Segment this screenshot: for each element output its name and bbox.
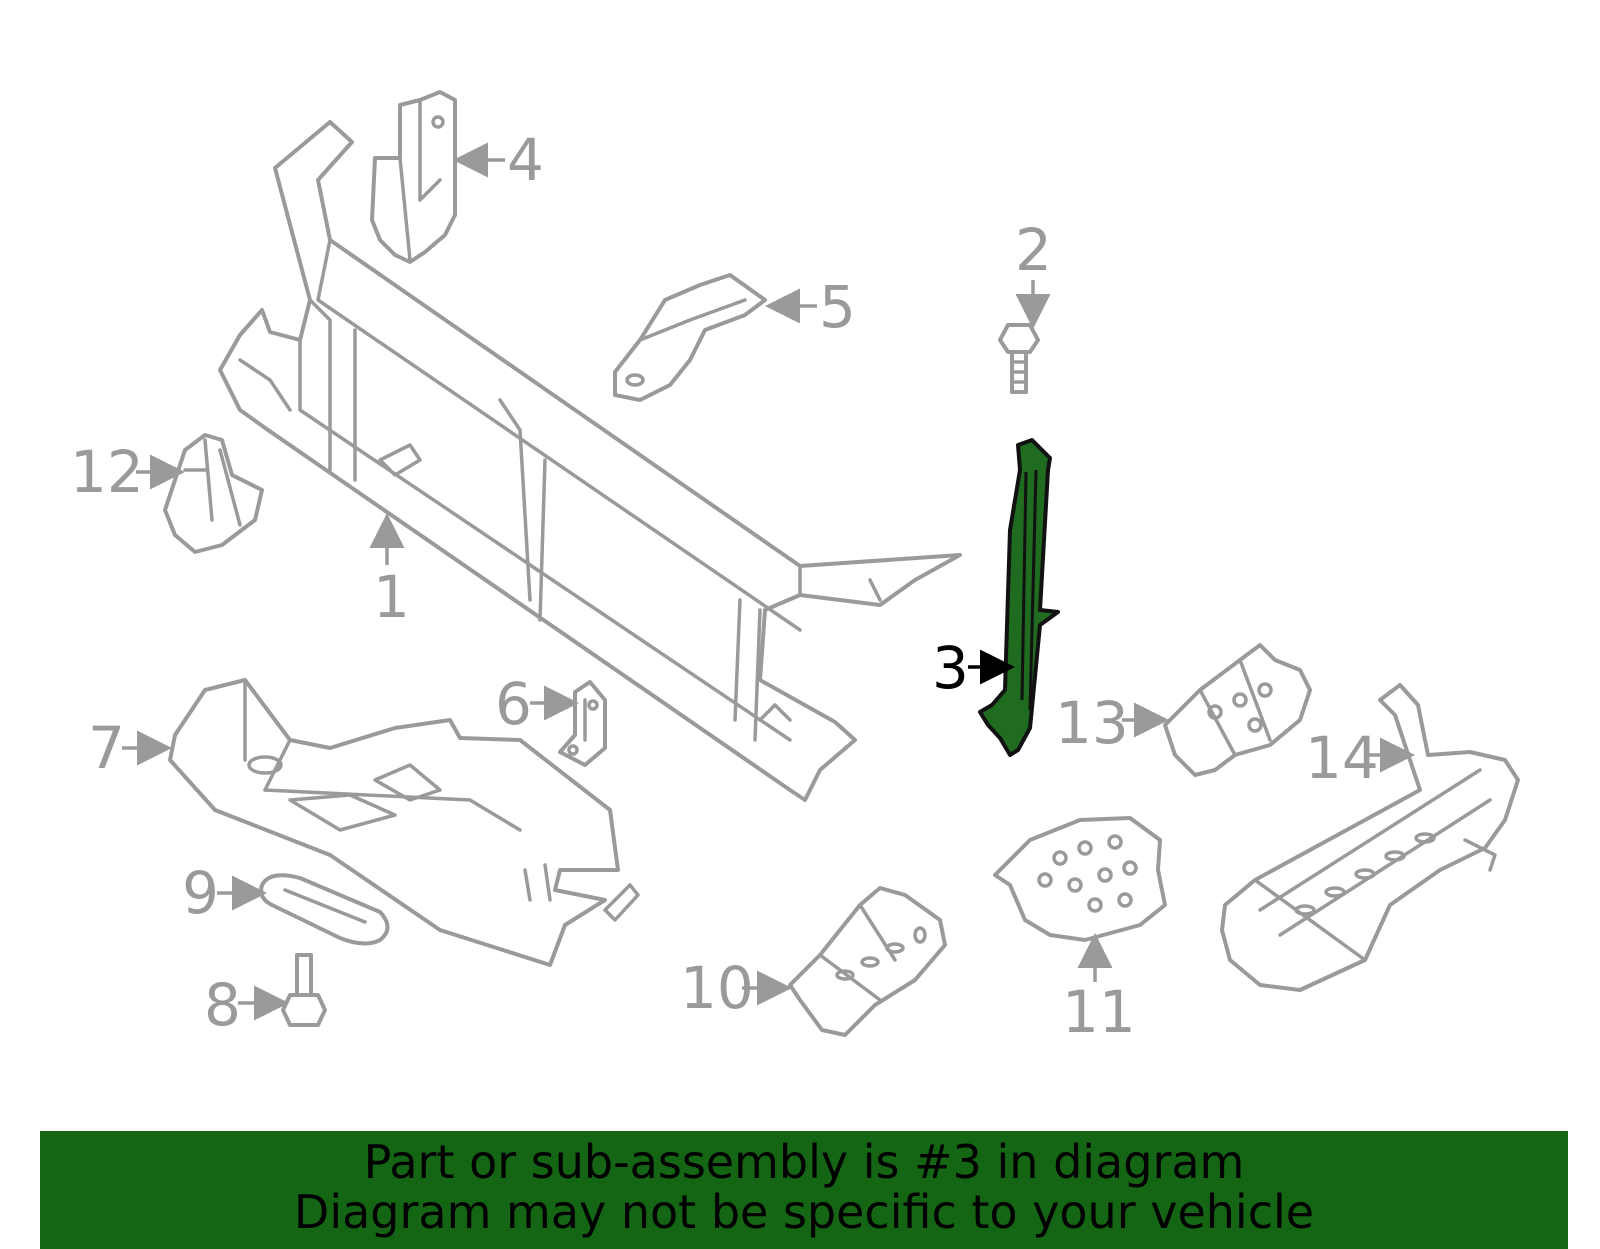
callout-2: 2 [1015,216,1052,284]
callout-labels: 1 2 3 4 5 6 7 8 9 10 11 12 13 14 [70,126,1379,1046]
callout-10: 10 [680,954,754,1022]
part-7-undercover [168,678,640,967]
part-8-bolt [281,953,327,1027]
callout-12: 12 [70,438,144,506]
callout-3: 3 [932,634,969,702]
banner-line-2: Diagram may not be specific to your vehi… [293,1185,1315,1239]
part-6-bracket [558,680,607,767]
part-9-seal [259,873,390,946]
callout-9: 9 [182,859,219,927]
info-banner: Part or sub-assembly is #3 in diagram Di… [40,1131,1568,1249]
part-11-shield [993,816,1167,942]
parts-diagram: 1 2 3 4 5 6 7 8 9 10 11 12 13 14 [70,90,1520,1046]
part-1-radiator-support [218,120,962,802]
part-12-guide [163,433,264,554]
leader-lines [122,142,1415,1021]
callout-14: 14 [1305,724,1379,792]
callout-13: 13 [1055,689,1129,757]
part-13-bracket [1163,643,1312,777]
part-3-upright-highlighted [978,438,1060,757]
banner-line-1: Part or sub-assembly is #3 in diagram [363,1135,1245,1189]
part-4-bracket [370,90,457,264]
callout-6: 6 [495,670,532,738]
callout-4: 4 [507,126,544,194]
callout-11: 11 [1062,978,1136,1046]
part-5-bracket [613,273,767,402]
part-10-shield [788,886,947,1037]
callout-5: 5 [819,273,856,341]
callout-7: 7 [88,714,125,782]
callout-1: 1 [373,563,410,631]
part-2-bolt [998,323,1040,394]
callout-8: 8 [204,971,241,1039]
